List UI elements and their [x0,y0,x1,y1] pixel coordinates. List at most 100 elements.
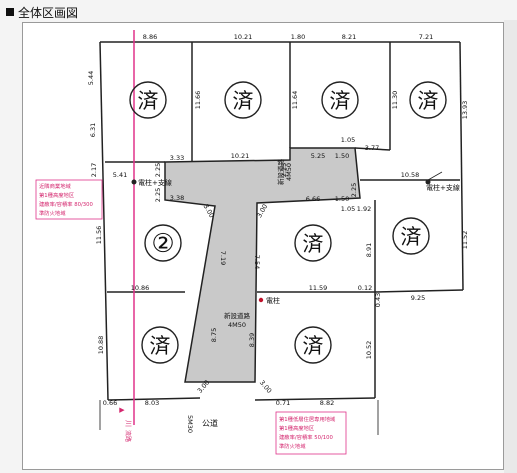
lot-sold-label: 済 [401,225,422,249]
zoning-line: 建蔽率/容積率 50/100 [279,433,334,441]
dimension-label: 8.21 [342,33,356,41]
dimension-label: 10.21 [234,33,253,41]
dimension-label: 3.38 [170,194,184,202]
guy-wire-icon [427,171,443,181]
dimension-label: 2.17 [90,163,98,177]
road-top-name: 新設道路 [276,159,285,186]
river-name: 川 [124,420,132,427]
road-main-name: 新設道路 [224,311,251,320]
zoning-line: 建蔽率/容積率 80/300 [39,200,94,208]
dimension-label: 3.77 [365,144,379,152]
dimension-label: 1.92 [357,205,371,213]
dimension-label: 2.25 [350,183,358,197]
dimension-label: 1.50 [335,152,349,160]
dimension-label: 5.41 [113,171,127,179]
road-main-width: 4M50 [228,321,246,329]
lot-sold-label: 済 [303,334,324,358]
lot-sold-label: 済 [138,89,159,113]
dimension-label: 3.33 [170,154,184,162]
dimension-label: 0.71 [276,399,290,407]
dimension-label: 2.25 [154,188,162,202]
lot-sold-label: 済 [150,334,171,358]
dimension-label: 8.75 [210,328,218,342]
dimension-label: 11.66 [194,91,202,110]
dimension-label: 11.52 [461,231,469,250]
lot-available-label: ② [151,229,174,259]
dimension-label: 1.50 [335,195,349,203]
zoning-line: 準防火地域 [39,209,66,217]
dimension-label: 10.88 [97,336,105,355]
new-road [164,147,361,383]
river-arrow-icon: ▶ [119,406,125,414]
public-road-width: 5M30 [186,415,194,433]
dimension-label: 10.86 [131,284,150,292]
pole-right: 電柱+支線 [425,171,460,192]
pole-mid-label: 電柱 [266,296,280,305]
lot-circle [141,326,179,364]
dimension-label: 5.25 [311,152,325,160]
dimension-label: 6.66 [306,195,320,203]
road-top-width: 4M50 [285,163,293,181]
dimension-label: 11.64 [291,91,299,110]
dimension-label: 3.00 [258,379,273,395]
pole-left: 電柱+支線 [131,178,172,187]
zoning-line: 準防火地域 [279,442,306,450]
dimension-label: 8.03 [145,399,159,407]
lot-circle [294,326,332,364]
utility-pole-icon [258,297,264,303]
lot-sold-label: 済 [330,89,351,113]
dimension-label: 10.58 [401,171,420,179]
lot-circle [392,217,430,255]
lot-circle [129,81,167,119]
dimension-label: 11.59 [309,284,328,292]
dimension-label: 13.93 [461,101,469,120]
public-road-label: 公道 [202,418,218,428]
river-sub: 流路 [124,430,132,442]
utility-pole-icon [131,179,137,185]
dimension-label: 8.39 [248,333,256,347]
dimension-label: 8.82 [320,399,334,407]
dimension-label: 6.31 [89,123,97,137]
pole-support-right-label: 電柱+支線 [426,183,460,192]
utility-pole-icon [425,179,431,185]
dimension-label: 2.25 [280,163,288,177]
lot-sold-label: 済 [233,89,254,113]
dimension-label: 0.12 [358,284,372,292]
lot-sold-label: 済 [418,89,439,113]
dimension-label: 7.21 [419,33,433,41]
dimension-label: 10.21 [231,152,250,160]
dimension-label: 5.44 [87,71,95,85]
river-label: ▶ 川 流路 [119,406,132,442]
dimension-label: 8.91 [365,243,373,257]
dimension-label: 1.05 [341,205,355,213]
lot-sold-label: 済 [303,232,324,256]
dimension-label: 1.80 [291,33,305,41]
lot-boundaries [99,41,464,401]
heading-bullet-icon [6,8,14,16]
lot-circle [224,81,262,119]
zoning-line: 第1種高度地区 [39,191,75,199]
dimension-label: 10.52 [365,341,373,360]
dimension-label: 8.86 [143,33,157,41]
dimension-label: 7.54 [253,255,261,269]
zoning-note-left: 近隣商業地域 第1種高度地区 建蔽率/容積率 80/300 準防火地域 [35,179,103,220]
dimension-label: 1.05 [341,136,355,144]
zoning-note-bottom: 第1種低層住居専用地域 第1種高度地区 建蔽率/容積率 50/100 準防火地域 [275,411,347,455]
dimension-label: 7.19 [219,251,227,265]
page-edge [504,20,517,473]
lot-circle [294,224,332,262]
dimension-label: 0.43 [374,293,382,307]
dimension-label: 0.66 [103,399,117,407]
dimension-label: 11.56 [95,226,103,245]
dimension-label: 2.25 [154,163,162,177]
lot-circle [321,81,359,119]
dimension-label: 11.30 [391,91,399,110]
zoning-line: 近隣商業地域 [39,182,71,190]
pole-support-left-label: 電柱+支線 [138,178,172,187]
dimension-label: 9.25 [411,294,425,302]
zoning-line: 第1種高度地区 [279,424,315,432]
section-heading: 全体区画図 [6,2,78,22]
zoning-line: 第1種低層住居専用地域 [279,415,336,423]
pole-mid: 電柱 [258,296,280,305]
